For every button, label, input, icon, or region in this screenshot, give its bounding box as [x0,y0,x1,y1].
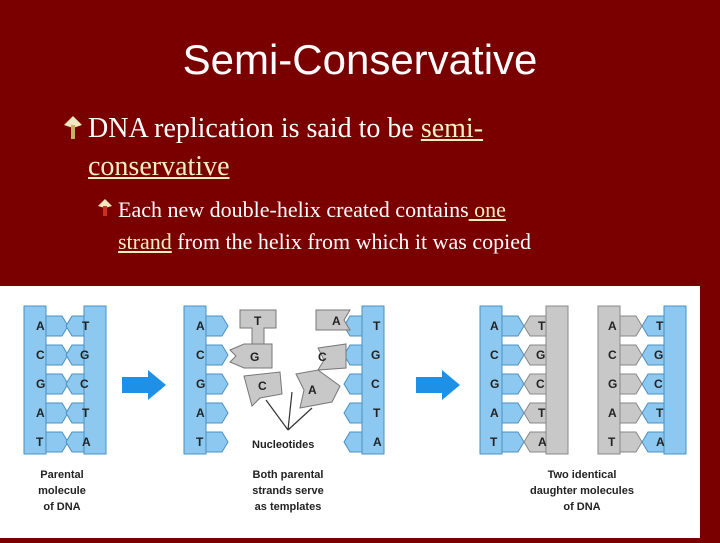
bullet-2: Each new double-helix created contains o… [118,194,698,258]
nucleotide-label: A [308,383,317,397]
caption-templates: strands serve [252,485,324,497]
base-label: A [36,319,45,333]
base-label: G [371,348,380,362]
base-label: G [36,377,45,391]
bullet-1-highlight-semi: semi- [420,113,484,144]
bullet-2-text-a: Each new double-helix created contains [118,197,469,222]
base-label: C [196,348,205,362]
arrow-right-icon [416,370,460,400]
caption-templates: as templates [255,501,322,513]
bullet-diamond-icon [64,116,82,139]
base-label: T [538,319,546,333]
base-label: T [490,435,498,449]
caption-parental: molecule [38,485,86,497]
sub-bullet-diamond-icon [98,199,112,216]
base-label: G [608,377,617,391]
base-label: G [654,348,663,362]
base-label: T [608,435,616,449]
arrow-right-icon [122,370,166,400]
base-label: C [608,348,617,362]
base-label: T [36,435,44,449]
template-strands: A C G A T T G C T A [183,305,385,455]
base-label: A [490,319,499,333]
caption-parental: of DNA [43,501,80,513]
bullet-1-text: DNA replication is said to be [88,113,421,144]
caption-daughter: of DNA [563,501,600,513]
base-label: G [196,377,205,391]
base-label: G [536,348,545,362]
base-label: A [196,406,205,420]
bullet-2-text-b: from the helix from which it was copied [171,229,532,254]
daughter-molecule-2: A T C G G C A T T A [597,305,687,455]
base-label: T [373,319,381,333]
base-label: T [82,406,90,420]
base-label: C [536,377,545,391]
base-label: A [490,406,499,420]
base-label: G [490,377,499,391]
nucleotide-label: G [250,350,259,364]
nucleotide-label: A [332,314,341,328]
base-label: C [80,377,89,391]
nucleotide-label: C [318,350,327,364]
base-label: C [371,377,380,391]
base-label: A [82,435,91,449]
parental-molecule: A T C G G C A T T A [23,305,107,455]
base-label: A [656,435,665,449]
nucleotide-pointer-lines [265,391,313,431]
nucleotide-label: C [258,379,267,393]
caption-daughter: Two identical [548,469,617,481]
base-label: C [490,348,499,362]
base-label: G [80,348,89,362]
caption-parental: Parental [40,469,83,481]
base-label: T [656,319,664,333]
base-label: T [538,406,546,420]
bullet-2-highlight-strand: strand [118,229,172,254]
base-label: C [654,377,663,391]
bullet-1: DNA replication is said to be semi-conse… [88,110,668,186]
base-label: T [373,406,381,420]
slide-title: Semi-Conservative [182,36,538,83]
nucleotides-label: Nucleotides [252,439,314,451]
base-label: A [608,319,617,333]
free-nucleotides [229,309,351,409]
base-label: A [196,319,205,333]
dna-replication-diagram: A T C G G C A T T A A C G A T [0,286,700,538]
bullet-2-highlight-one: one [468,197,506,222]
base-label: A [36,406,45,420]
base-label: A [373,435,382,449]
nucleotide-label: T [254,314,262,328]
base-label: A [608,406,617,420]
base-label: C [36,348,45,362]
daughter-molecule-1: A T C G G C A T T A [479,305,569,455]
bullet-1-highlight-conservative: conservative [88,151,230,182]
base-label: T [82,319,90,333]
base-label: A [538,435,547,449]
base-label: T [196,435,204,449]
caption-templates: Both parental [253,469,324,481]
base-label: T [656,406,664,420]
caption-daughter: daughter molecules [530,485,634,497]
